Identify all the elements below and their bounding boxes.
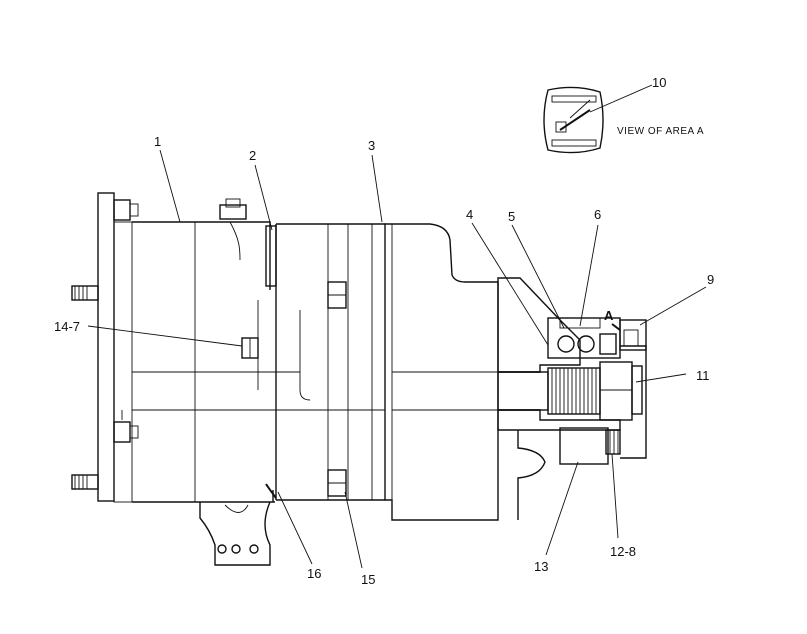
- callout-10: 10: [652, 75, 666, 90]
- callout-9: 9: [707, 272, 714, 287]
- callout-1: 1: [154, 134, 161, 149]
- detail-view-caption: VIEW OF AREA A: [617, 126, 704, 137]
- callout-labels: 1 2 3 4 5 6 9 10 11 12-8 13 14-7 15 16 A…: [54, 75, 714, 587]
- drive-shaft: [497, 345, 647, 459]
- gear-housing: [275, 223, 385, 501]
- rear-housing: [384, 223, 499, 521]
- detail-view-area-a: [543, 86, 604, 154]
- callout-16: 16: [307, 566, 321, 581]
- lower-port-body: [517, 427, 621, 520]
- callout-14-7: 14-7: [54, 319, 80, 334]
- callout-11: 11: [696, 368, 710, 383]
- callout-5: 5: [508, 209, 515, 224]
- mounting-flange: [71, 192, 139, 503]
- callout-2: 2: [249, 148, 256, 163]
- callout-12-8: 12-8: [610, 544, 636, 559]
- callout-3: 3: [368, 138, 375, 153]
- area-a-marker: A: [604, 308, 614, 323]
- front-housing: [132, 198, 385, 503]
- seal-2: [265, 225, 277, 499]
- callout-15: 15: [361, 572, 375, 587]
- leader-lines: [87, 84, 707, 569]
- callout-13: 13: [534, 559, 548, 574]
- lower-bracket: [199, 501, 271, 566]
- callout-4: 4: [466, 207, 473, 222]
- callout-6: 6: [594, 207, 601, 222]
